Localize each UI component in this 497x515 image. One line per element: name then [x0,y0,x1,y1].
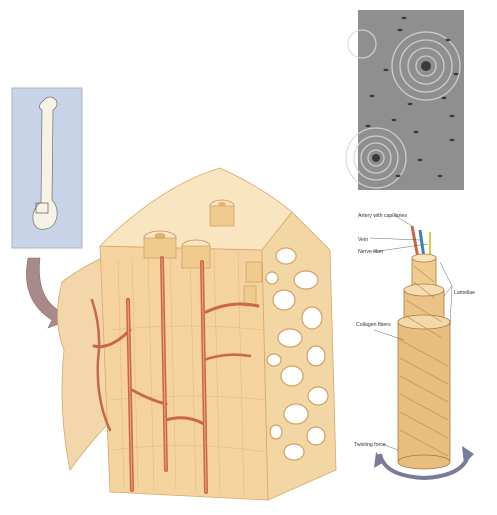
label-artery: Artery with capillaries [358,213,407,219]
label-nerve: Nerve fiber [358,249,384,255]
label-vein: Vein [358,237,368,243]
label-collagen: Collagen fibers [356,322,391,328]
label-lamellae: Lamellae [454,290,475,296]
bone-cross-section [57,168,336,500]
bone-micrograph [346,10,464,190]
osteon-diagram [374,226,474,478]
label-twisting: Twisting force [354,442,386,448]
femur-inset [12,88,82,248]
